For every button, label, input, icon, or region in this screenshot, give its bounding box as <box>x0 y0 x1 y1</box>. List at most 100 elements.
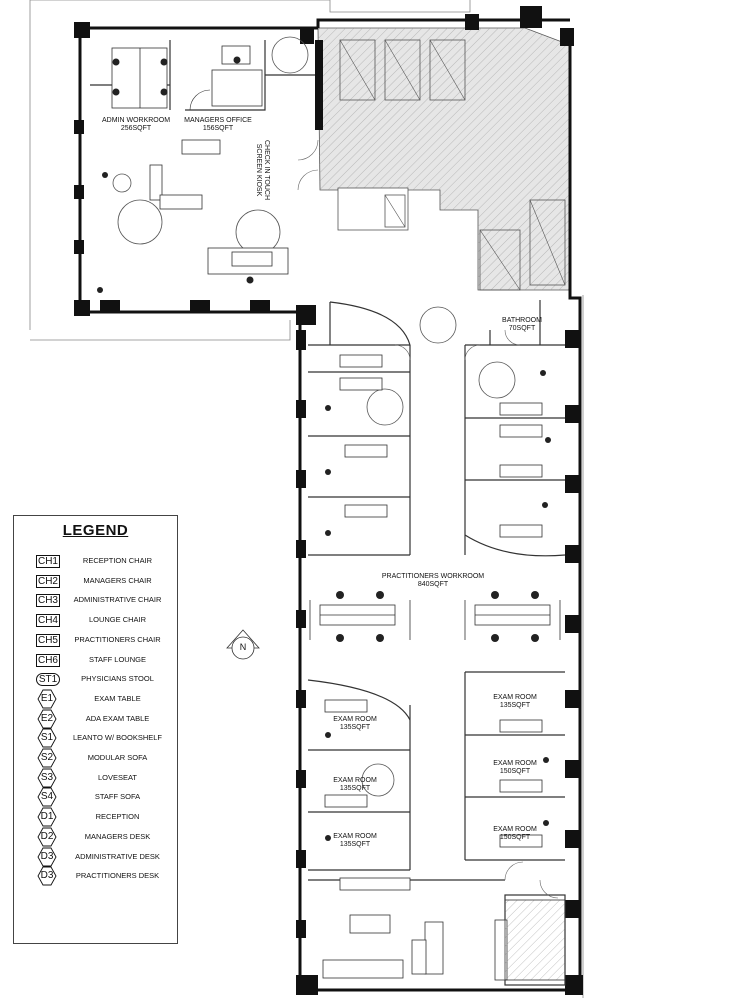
exam-room-label: EXAM ROOM 135SQFT <box>325 716 385 732</box>
service-core <box>317 27 571 291</box>
legend-symbol: CH4 <box>36 614 60 628</box>
managers-office-area: 156SQFT <box>202 125 234 132</box>
legend-code: S2 <box>40 752 54 763</box>
exam-room-label: EXAM ROOM 135SQFT <box>325 777 385 793</box>
exam-room-name: EXAM ROOM <box>493 826 537 833</box>
legend-code: E2 <box>40 712 54 724</box>
bathroom-label: BATHROOM 70SQFT <box>492 317 552 333</box>
managers-office-label: MANAGERS OFFICE 156SQFT <box>178 117 258 133</box>
legend-label: PRACTITIONERS DESK <box>75 871 160 881</box>
property-line <box>29 0 330 330</box>
legend-item: CH3 ADMINISTRATIVE CHAIR <box>14 592 177 610</box>
legend-symbol: E1 <box>37 689 57 709</box>
exam-room-label: EXAM ROOM 150SQFT <box>485 826 545 842</box>
legend-symbol: D1 <box>37 807 57 827</box>
legend-item: D3 PRACTITIONERS DESK <box>14 866 177 886</box>
legend-symbol: ST1 <box>36 673 60 687</box>
hexagon-tag-icon <box>37 827 57 847</box>
legend-symbol: S1 <box>37 728 57 748</box>
exam-room-area: 135SQFT <box>339 785 371 792</box>
exam-room-name: EXAM ROOM <box>493 694 537 701</box>
north-arrow-icon <box>226 629 260 660</box>
legend-label: STAFF SOFA <box>94 792 141 802</box>
legend-item: S1 LEANTO W/ BOOKSHELF <box>14 728 177 748</box>
practitioners-workroom-area: 840SQFT <box>417 581 449 588</box>
legend-item: CH1 RECEPTION CHAIR <box>14 553 177 571</box>
legend-code: D3 <box>40 870 54 882</box>
legend-symbol: S2 <box>37 748 57 768</box>
legend-symbol: D3 <box>37 847 57 867</box>
check-in-kiosk-line1: CHECK IN TOUCH <box>263 140 270 201</box>
legend-code: D1 <box>40 811 54 823</box>
workroom-desk-clusters <box>309 600 561 640</box>
managers-office-name: MANAGERS OFFICE <box>184 117 252 124</box>
legend-symbol: E2 <box>37 709 57 729</box>
chairs <box>97 56 551 841</box>
legend-label: LOVESEAT <box>97 772 138 782</box>
legend-item: S3 LOVESEAT <box>14 768 177 788</box>
legend-label: LEANTO W/ BOOKSHELF <box>72 733 163 743</box>
check-in-kiosk-label: CHECK IN TOUCH SCREEN KIOSK <box>254 140 270 200</box>
bathroom-area: 70SQFT <box>508 325 536 332</box>
legend-label: MODULAR SOFA <box>87 753 148 762</box>
legend-code: S4 <box>40 791 54 803</box>
hexagon-tag-icon <box>37 807 57 827</box>
exam-room-name: EXAM ROOM <box>333 777 377 784</box>
legend-label: RECEPTION <box>95 812 140 822</box>
legend-label: ADA EXAM TABLE <box>85 713 150 723</box>
legend-label: EXAM TABLE <box>94 693 141 703</box>
north-letter: N <box>239 642 247 652</box>
hexagon-tag-icon <box>37 728 57 748</box>
wall-piers <box>74 6 583 995</box>
legend-label: ADMINISTRATIVE CHAIR <box>73 595 162 605</box>
legend-item: E2 ADA EXAM TABLE <box>14 709 177 729</box>
legend-label: PHYSICIANS STOOL <box>81 674 154 684</box>
clearance-circles <box>112 36 516 797</box>
property-line-right <box>329 0 471 13</box>
hexagon-tag-icon <box>37 866 57 886</box>
exam-room-area: 135SQFT <box>339 841 371 848</box>
exam-room-name: EXAM ROOM <box>493 760 537 767</box>
legend-code: S1 <box>40 732 54 744</box>
exam-room-area: 135SQFT <box>339 724 371 731</box>
exam-room-label: EXAM ROOM 135SQFT <box>325 833 385 849</box>
legend-title: LEGEND <box>62 522 129 539</box>
legend-item: ST1 PHYSICIANS STOOL <box>14 671 177 689</box>
hexagon-tag-icon <box>37 748 57 768</box>
legend-item: E1 EXAM TABLE <box>14 689 177 709</box>
legend-label: PRACTITIONERS CHAIR <box>74 634 161 644</box>
legend-symbol: S3 <box>37 768 57 788</box>
hexagon-tag-icon <box>37 768 57 788</box>
legend-item: D3 ADMINISTRATIVE DESK <box>14 847 177 867</box>
legend-symbol: S4 <box>37 787 57 807</box>
legend-label: RECEPTION CHAIR <box>82 556 153 565</box>
exam-room-label: EXAM ROOM 150SQFT <box>485 760 545 776</box>
legend-item: D1 RECEPTION <box>14 807 177 827</box>
legend-symbol: D2 <box>37 827 57 847</box>
door-swings <box>297 139 559 899</box>
legend-symbol: CH2 <box>36 574 60 588</box>
check-in-kiosk-line2: SCREEN KIOSK <box>255 143 262 197</box>
exam-room-name: EXAM ROOM <box>333 833 377 840</box>
practitioners-workroom-name: PRACTITIONERS WORKROOM <box>381 573 485 580</box>
legend-code: D2 <box>40 830 54 842</box>
legend-label: STAFF LOUNGE <box>89 654 146 664</box>
legend-symbol: CH3 <box>36 594 60 608</box>
hexagon-tag-icon <box>37 787 57 807</box>
legend-label: ADMINISTRATIVE DESK <box>75 851 160 861</box>
legend-item: S2 MODULAR SOFA <box>14 748 177 768</box>
furniture <box>111 45 566 981</box>
legend-symbol: CH1 <box>36 555 60 568</box>
legend-code: D3 <box>40 850 54 862</box>
hexagon-tag-icon <box>37 709 57 729</box>
admin-workroom-name: ADMIN WORKROOM <box>101 117 171 124</box>
practitioners-workroom-label: PRACTITIONERS WORKROOM 840SQFT <box>368 573 498 589</box>
property-line-lower <box>30 320 291 341</box>
